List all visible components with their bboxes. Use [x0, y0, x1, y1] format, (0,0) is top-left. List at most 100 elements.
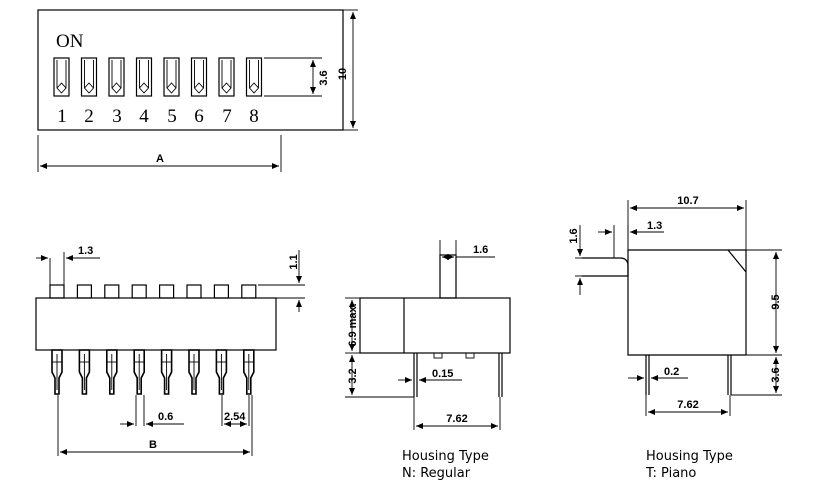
switch-number-5: 5	[167, 106, 177, 127]
dim-length-a: A	[37, 135, 282, 172]
dim-regular-pin-length: 3.2	[345, 355, 414, 398]
dim-piano-actuator-height: 1.6	[568, 225, 583, 295]
on-label: ON	[56, 31, 84, 52]
top-view: ON 1 2 3 4 5 6 7 8 3.6 10	[37, 9, 358, 172]
switch-slot	[190, 57, 208, 97]
dip-switch-4	[135, 57, 153, 97]
side-actuator-8	[241, 284, 257, 299]
switch-number-4: 4	[139, 106, 149, 127]
dim-piano-pin-length: 3.6	[731, 357, 782, 396]
dim-label-actuator: 3.6	[318, 70, 330, 85]
dip-switch-3	[108, 57, 125, 97]
switch-array	[53, 57, 263, 97]
dim-pin-width: 1.3	[36, 245, 100, 298]
side-pin-7	[215, 349, 228, 395]
dip-switch-8	[245, 57, 263, 97]
dim-regular-actuator: 1.6	[439, 240, 495, 260]
switch-knob	[138, 82, 150, 94]
dim-span-b: B	[57, 395, 253, 456]
dim-label-regular-actuator: 1.6	[473, 244, 488, 256]
switch-number-2: 2	[84, 106, 94, 127]
side-pin-6	[188, 349, 200, 395]
regular-housing-view: 1.6 6.9 max. 3.2 0.15 7.62 Housing Ty	[345, 240, 511, 481]
regular-body	[359, 297, 511, 354]
pin-outline	[160, 349, 173, 395]
switch-guide	[56, 60, 67, 88]
dim-label-piano-row-spacing: 7.62	[677, 399, 698, 411]
side-actuator-4	[131, 284, 147, 299]
side-view: 1.3 1.1 0.6 2.54 B	[35, 245, 305, 456]
piano-caption-type: T: Piano	[645, 466, 696, 481]
switch-slot	[163, 57, 180, 97]
switch-slot	[245, 57, 263, 97]
dim-label-pitch: 2.54	[224, 411, 246, 423]
dip-switch-6	[190, 57, 208, 97]
switch-guide	[249, 60, 259, 88]
side-pin-8	[243, 349, 255, 395]
dim-label-piano-pin-length: 3.6	[770, 367, 782, 382]
dim-label-regular-pin-thickness: 0.15	[432, 368, 453, 380]
side-actuator-7	[213, 284, 229, 299]
side-view-body	[35, 297, 277, 351]
dim-label-regular-body-height: 6.9 max.	[347, 303, 359, 346]
dim-piano-height: 9.5	[746, 249, 782, 356]
switch-slot	[80, 57, 98, 97]
switch-knob	[83, 82, 95, 94]
dim-regular-pin-thickness: 0.15	[398, 368, 462, 383]
switch-knob	[111, 82, 122, 94]
pin-outline	[106, 349, 118, 395]
side-actuator-row	[49, 284, 257, 299]
dip-switch-7	[218, 57, 235, 97]
dim-label-a: A	[156, 153, 164, 165]
switch-knob	[193, 82, 205, 94]
dim-label-piano-height: 9.5	[770, 294, 782, 309]
switch-knob	[166, 82, 177, 94]
dim-actuator-length: 3.6	[264, 57, 330, 97]
side-pin-row	[51, 349, 255, 395]
switch-number-6: 6	[194, 106, 204, 127]
switch-knob	[56, 82, 67, 94]
regular-caption-type: N: Regular	[402, 466, 471, 481]
dim-label-piano-pin-thickness: 0.2	[664, 366, 679, 378]
dim-piano-row-spacing: 7.62	[645, 395, 731, 416]
side-pin-1	[51, 349, 63, 395]
switch-guide	[166, 60, 177, 88]
dim-body-height: 10	[337, 9, 358, 131]
switch-slot	[53, 57, 70, 97]
switch-slot	[108, 57, 125, 97]
dim-regular-body-height: 6.9 max.	[345, 297, 360, 354]
switch-number-8: 8	[249, 106, 259, 127]
side-pin-2	[78, 349, 91, 395]
switch-slot	[135, 57, 153, 97]
dim-label-piano-actuator-width: 1.3	[647, 220, 662, 232]
dim-label-regular-pin-length: 3.2	[347, 368, 359, 383]
dim-label-regular-row-spacing: 7.62	[446, 413, 467, 425]
dim-label-pin: 0.6	[158, 411, 173, 423]
switch-number-1: 1	[57, 106, 67, 127]
switch-number-3: 3	[112, 106, 122, 127]
switch-knob	[248, 82, 260, 94]
dim-piano-pin-thickness: 0.2	[628, 366, 688, 381]
side-pin-3	[106, 349, 118, 395]
dim-pin: 0.6	[120, 395, 184, 427]
dim-regular-row-spacing: 7.62	[413, 397, 501, 430]
piano-actuator	[582, 257, 629, 277]
dip-switch-5	[163, 57, 180, 97]
switch-number-row: 1 2 3 4 5 6 7 8	[57, 106, 259, 127]
dim-piano-width: 10.7	[627, 195, 747, 250]
top-view-body	[37, 9, 344, 131]
switch-slot	[218, 57, 235, 97]
dim-label-pin-width: 1.3	[78, 245, 93, 257]
piano-caption-title: Housing Type	[646, 449, 733, 464]
switch-knob	[221, 82, 232, 94]
pin-outline	[133, 349, 145, 395]
switch-guide	[111, 60, 122, 88]
side-actuator-6	[186, 284, 202, 299]
dim-piano-actuator-width: 1.3	[598, 220, 664, 258]
side-pin-4	[133, 349, 145, 395]
dim-label-b: B	[149, 439, 157, 451]
side-actuator-2	[76, 284, 93, 299]
pin-outline	[78, 349, 91, 395]
piano-housing-view: 10.7 1.3 1.6 9.5 3.6	[568, 195, 782, 481]
regular-actuator	[439, 254, 457, 299]
